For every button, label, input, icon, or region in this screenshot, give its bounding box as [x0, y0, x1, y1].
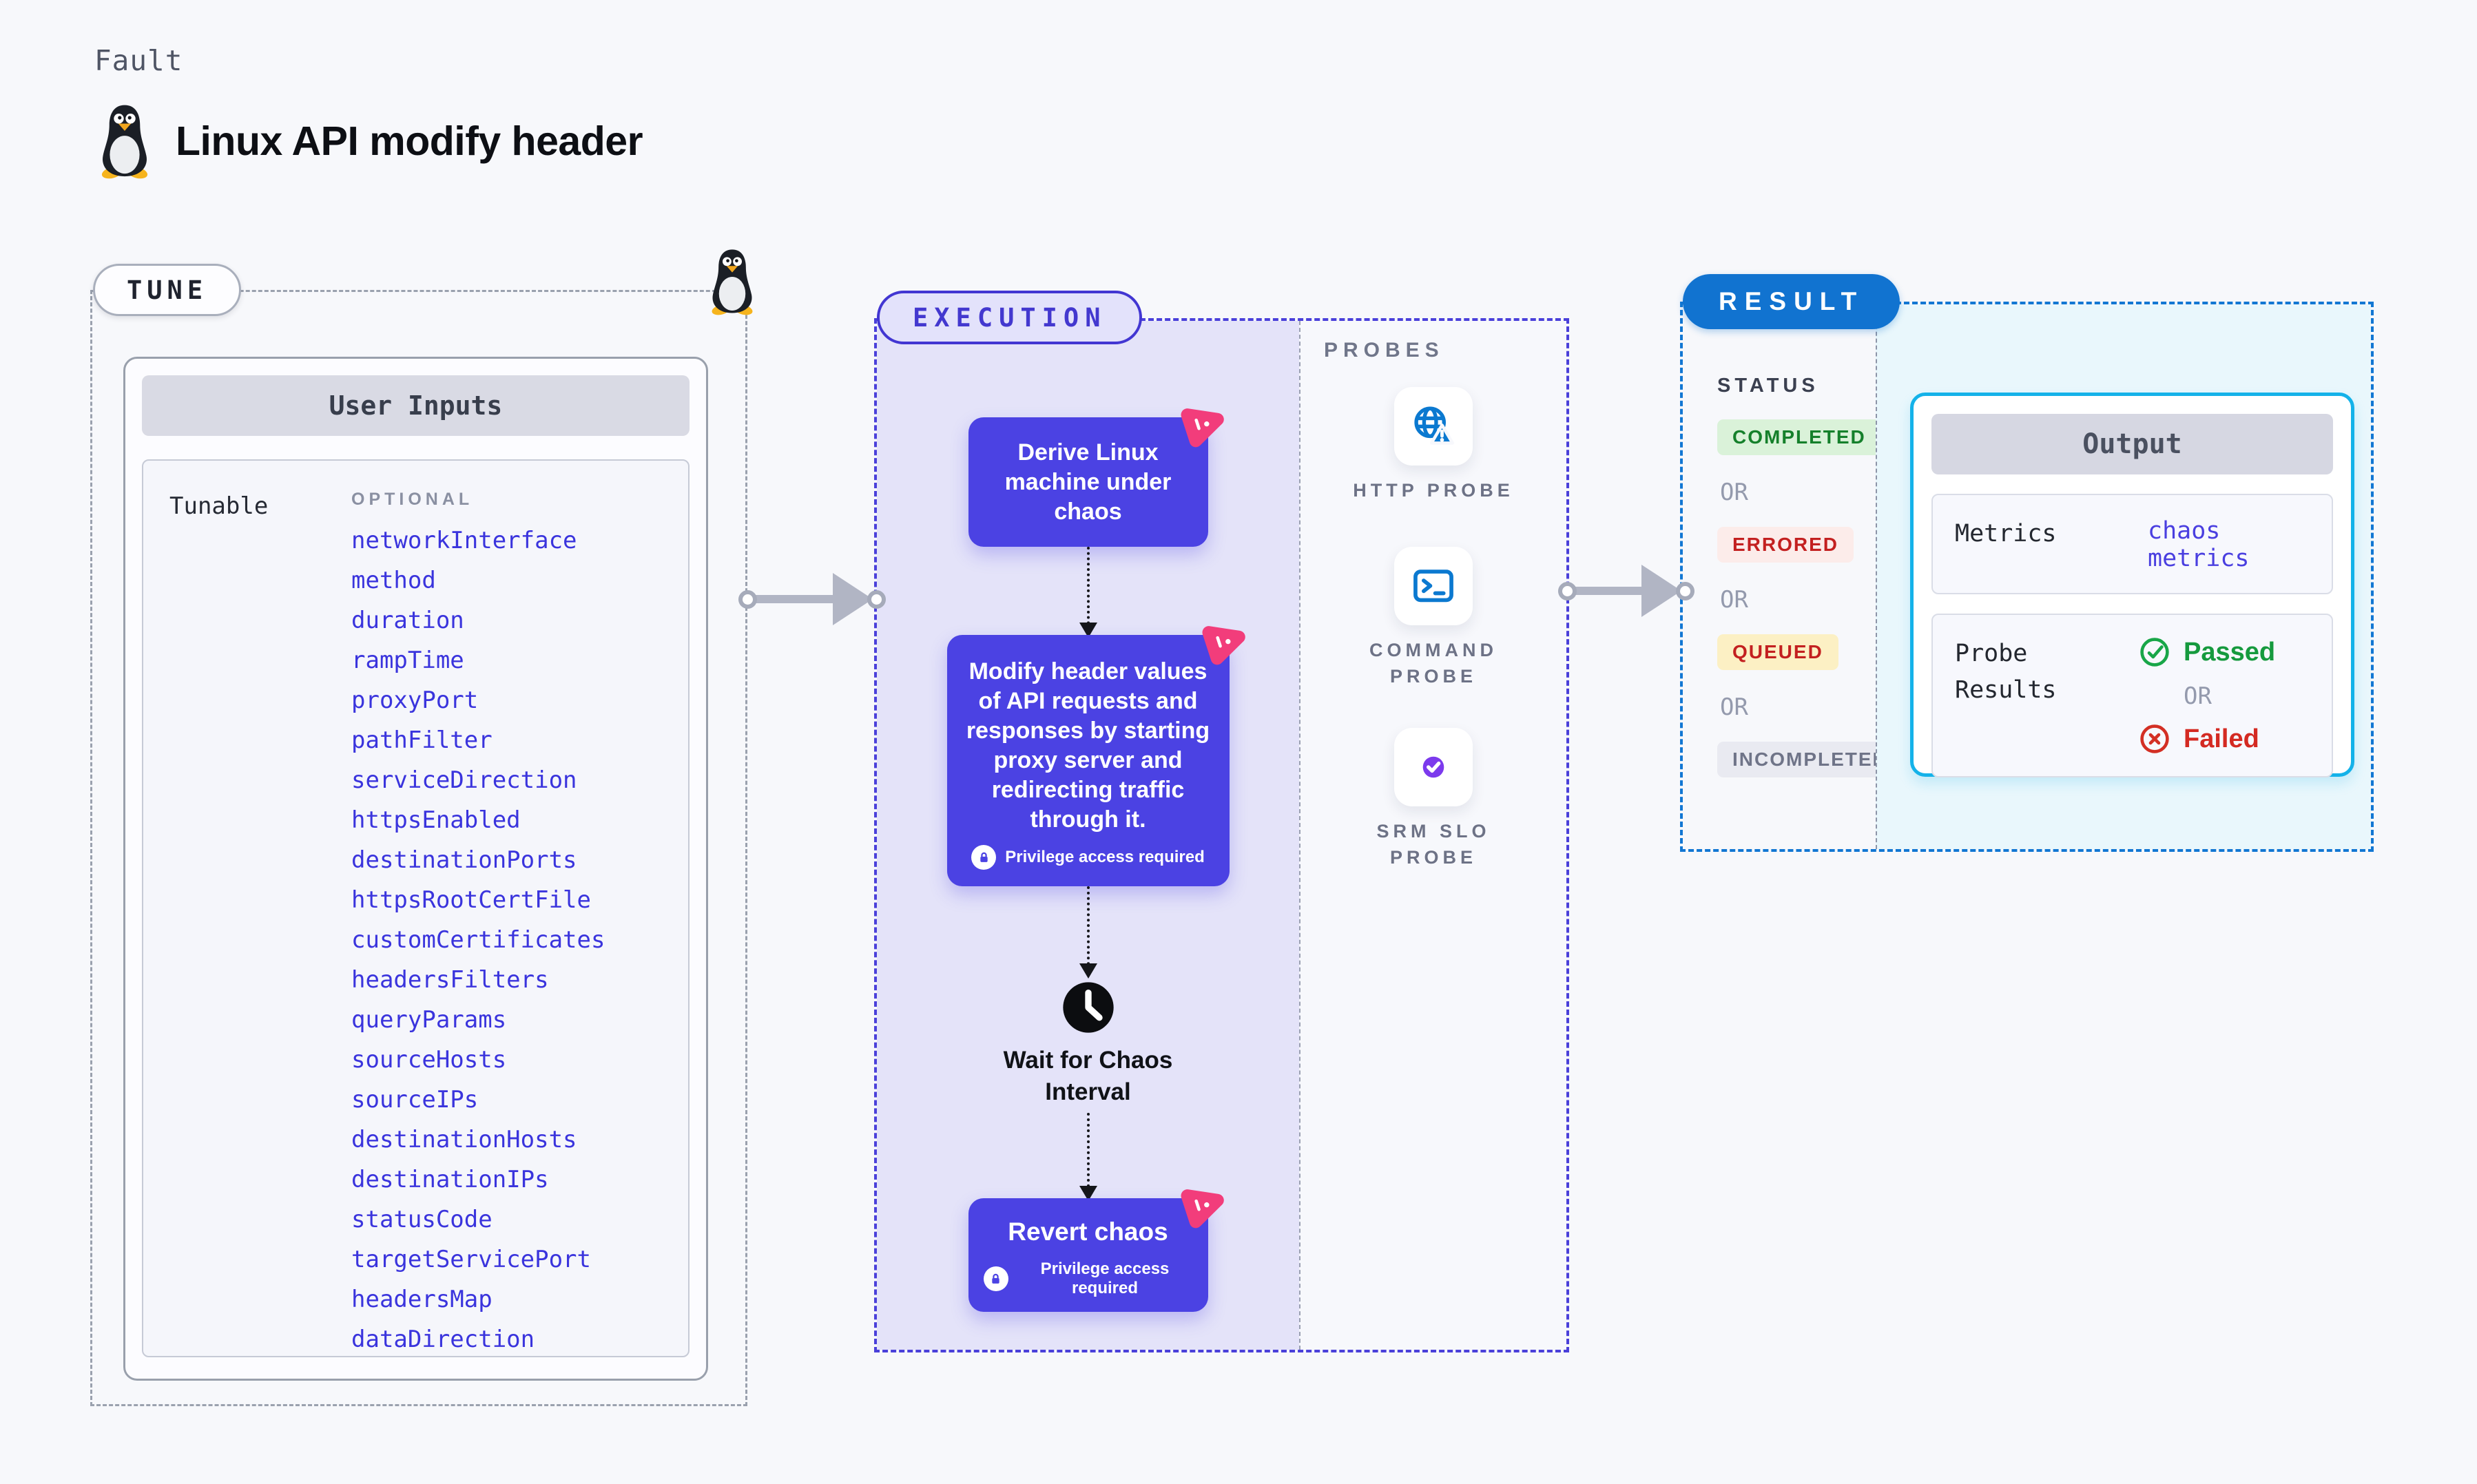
command-probe-card	[1394, 546, 1473, 625]
page-header: Linux API modify header	[94, 103, 643, 179]
lock-icon	[983, 1266, 1008, 1292]
step-derive-text: Derive Linux machine under chaos	[1004, 439, 1172, 525]
status-badge-queued: QUEUED	[1717, 634, 1838, 670]
step-derive-machine: Derive Linux machine under chaos	[968, 417, 1208, 547]
srm-slo-probe-card	[1394, 728, 1473, 807]
flow-arrow-down-icon	[1079, 1113, 1097, 1202]
tunables-table: Tunable OPTIONAL networkInterface method…	[142, 459, 690, 1357]
tunable-link[interactable]: sourceHosts	[351, 1046, 507, 1074]
execution-section-pill: EXECUTION	[877, 291, 1143, 344]
tunable-link[interactable]: pathFilter	[351, 727, 493, 754]
or-separator: OR	[1720, 479, 1748, 506]
tunable-link[interactable]: method	[351, 567, 436, 594]
tunable-link[interactable]: targetServicePort	[351, 1246, 591, 1273]
tunables-column: OPTIONAL networkInterface method duratio…	[351, 481, 681, 1353]
execution-flow: Derive Linux machine under chaos Modify …	[877, 321, 1299, 1350]
tunable-link[interactable]: headersFilters	[351, 966, 549, 994]
slo-gauge-icon	[1410, 744, 1457, 791]
tunable-link[interactable]: destinationIPs	[351, 1166, 549, 1193]
flow-arrow-down-icon	[1079, 886, 1097, 979]
status-badge-incompleted: INCOMPLETED	[1717, 742, 1903, 777]
user-inputs-card: User Inputs Tunable OPTIONAL networkInte…	[123, 357, 708, 1381]
tunable-link[interactable]: dataDirection	[351, 1326, 535, 1353]
execution-to-result-arrow-icon	[1558, 565, 1694, 617]
tunable-link[interactable]: duration	[351, 607, 464, 634]
tune-section-pill: TUNE	[93, 264, 242, 316]
tune-section	[90, 290, 747, 1406]
tune-to-execution-arrow-icon	[738, 573, 886, 625]
tunable-link[interactable]: destinationPorts	[351, 846, 577, 874]
tunable-link[interactable]: statusCode	[351, 1206, 493, 1233]
page-kicker: Fault	[94, 44, 183, 77]
step-modify-header: Modify header values of API requests and…	[946, 635, 1230, 887]
tunable-link[interactable]: proxyPort	[351, 687, 479, 714]
linux-tux-small-icon	[705, 248, 759, 315]
tunable-link[interactable]: httpsEnabled	[351, 806, 521, 834]
probe-results-label: Probe Results	[1955, 640, 2057, 704]
step-modify-text: Modify header values of API requests and…	[966, 658, 1210, 833]
output-card: Output Metrics chaos metrics Probe Resul…	[1910, 393, 2354, 777]
probes-section-label: PROBES	[1324, 339, 1444, 362]
status-badge-errored: ERRORED	[1717, 527, 1854, 563]
tunable-link[interactable]: headersMap	[351, 1286, 493, 1313]
tunable-link[interactable]: serviceDirection	[351, 766, 577, 794]
probe-results-row: Probe Results Passed OR Failed	[1931, 614, 2333, 777]
probes-section: PROBES HTTP PROBE COMMAND PROBE SRM SLO …	[1299, 321, 1566, 1350]
tunable-row-label: Tunable	[169, 492, 269, 520]
command-probe-label: COMMAND PROBE	[1369, 639, 1497, 687]
tunable-link[interactable]: rampTime	[351, 647, 464, 674]
probe-results-values: Passed OR Failed	[2138, 636, 2275, 755]
check-circle-icon	[2138, 636, 2171, 669]
status-badge-completed: COMPLETED	[1717, 419, 1881, 455]
tunable-link[interactable]: httpsRootCertFile	[351, 886, 591, 914]
step-revert-chaos: Revert chaos Privilege access required	[968, 1198, 1208, 1313]
lock-icon	[971, 845, 997, 870]
metrics-label: Metrics	[1955, 520, 2057, 547]
optional-column-label: OPTIONAL	[351, 490, 474, 509]
srm-slo-probe-label: SRM SLO PROBE	[1376, 821, 1491, 868]
tunable-link[interactable]: networkInterface	[351, 527, 577, 554]
result-section-pill: RESULT	[1683, 274, 1900, 329]
tunable-link[interactable]: destinationHosts	[351, 1126, 577, 1153]
http-probe-card	[1394, 387, 1473, 466]
tunable-link[interactable]: queryParams	[351, 1006, 507, 1034]
terminal-icon	[1410, 563, 1457, 609]
or-separator: OR	[1720, 693, 1748, 721]
privilege-badge: Privilege access required	[983, 1260, 1193, 1298]
status-column: STATUS COMPLETED OR ERRORED OR QUEUED OR…	[1683, 304, 1903, 849]
result-section: STATUS COMPLETED OR ERRORED OR QUEUED OR…	[1680, 302, 2374, 852]
linux-tux-icon	[94, 103, 155, 179]
x-circle-icon	[2138, 722, 2171, 755]
status-label: STATUS	[1717, 375, 1819, 397]
or-separator: OR	[2184, 682, 2212, 710]
output-title: Output	[1931, 414, 2333, 474]
tunable-link[interactable]: customCertificates	[351, 926, 605, 954]
user-inputs-title: User Inputs	[142, 375, 690, 436]
privilege-badge: Privilege access required	[964, 845, 1213, 870]
http-probe-label: HTTP PROBE	[1353, 480, 1514, 501]
page-title: Linux API modify header	[176, 118, 643, 164]
clock-icon	[1061, 980, 1116, 1035]
probe-result-passed: Passed	[2138, 636, 2275, 669]
globe-alert-icon	[1410, 403, 1457, 450]
step-revert-text: Revert chaos	[1008, 1217, 1168, 1246]
execution-probes-wrapper: Derive Linux machine under chaos Modify …	[874, 318, 1569, 1352]
probe-result-failed: Failed	[2138, 722, 2275, 755]
output-area: Output Metrics chaos metrics Probe Resul…	[1876, 304, 2371, 849]
chaos-metrics-link[interactable]: chaos metrics	[2148, 517, 2250, 572]
flow-arrow-down-icon	[1079, 547, 1097, 638]
wait-interval-label: Wait for Chaos Interval	[1003, 1047, 1173, 1105]
metrics-row: Metrics chaos metrics	[1931, 494, 2333, 594]
tunable-link[interactable]: sourceIPs	[351, 1086, 479, 1114]
or-separator: OR	[1720, 586, 1748, 614]
